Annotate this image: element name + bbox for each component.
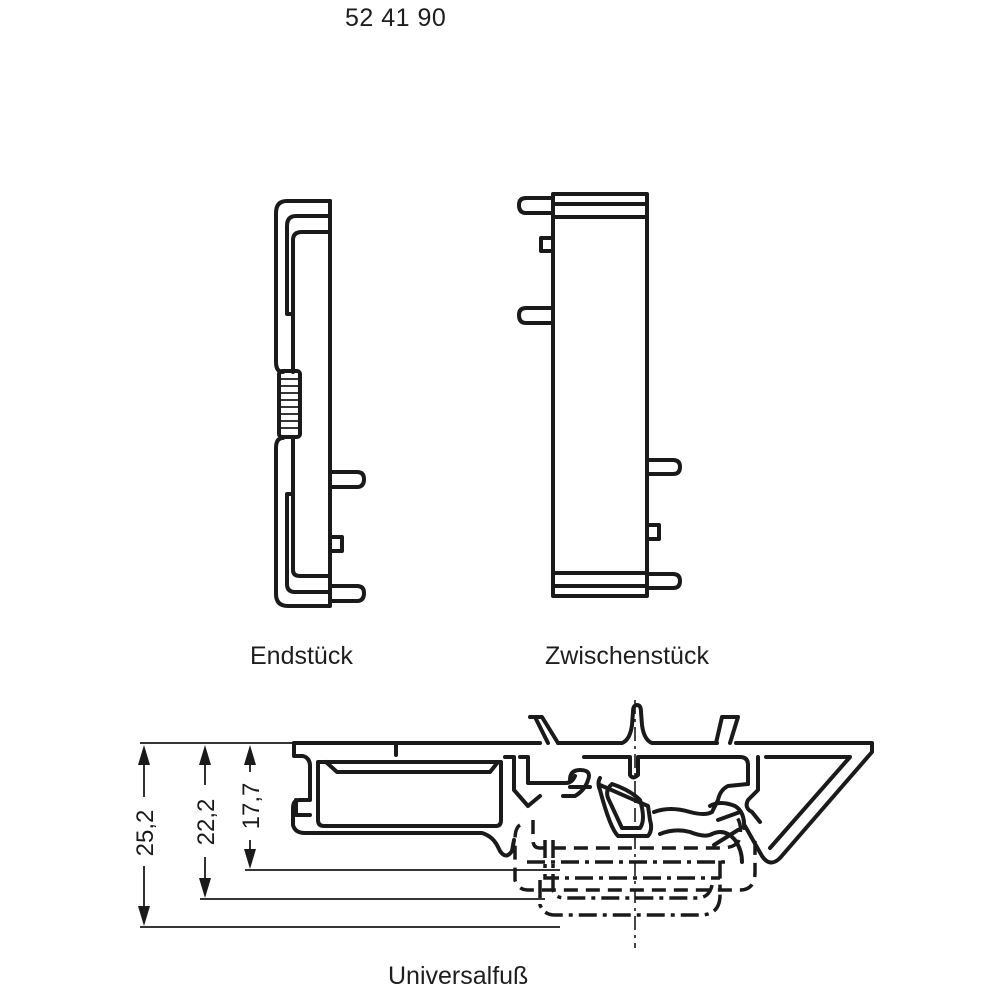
- dimension-inner: 17,7: [238, 745, 265, 869]
- universal-foot-label: Universalfuß: [388, 962, 529, 990]
- svg-text:22,2: 22,2: [193, 799, 220, 846]
- dimension-outer: 25,2: [132, 745, 159, 926]
- svg-text:25,2: 25,2: [132, 810, 159, 857]
- intermediate-piece-drawing: [517, 192, 682, 598]
- dimension-middle: 22,2: [193, 745, 220, 898]
- part-number: 52 41 90: [345, 4, 447, 32]
- svg-text:17,7: 17,7: [238, 783, 265, 830]
- end-piece-label: Endstück: [250, 642, 353, 670]
- intermediate-piece-label: Zwischenstück: [545, 642, 709, 670]
- grip-ridges: [280, 378, 299, 429]
- end-piece-drawing: [274, 199, 366, 608]
- universal-foot-drawing: [140, 700, 874, 948]
